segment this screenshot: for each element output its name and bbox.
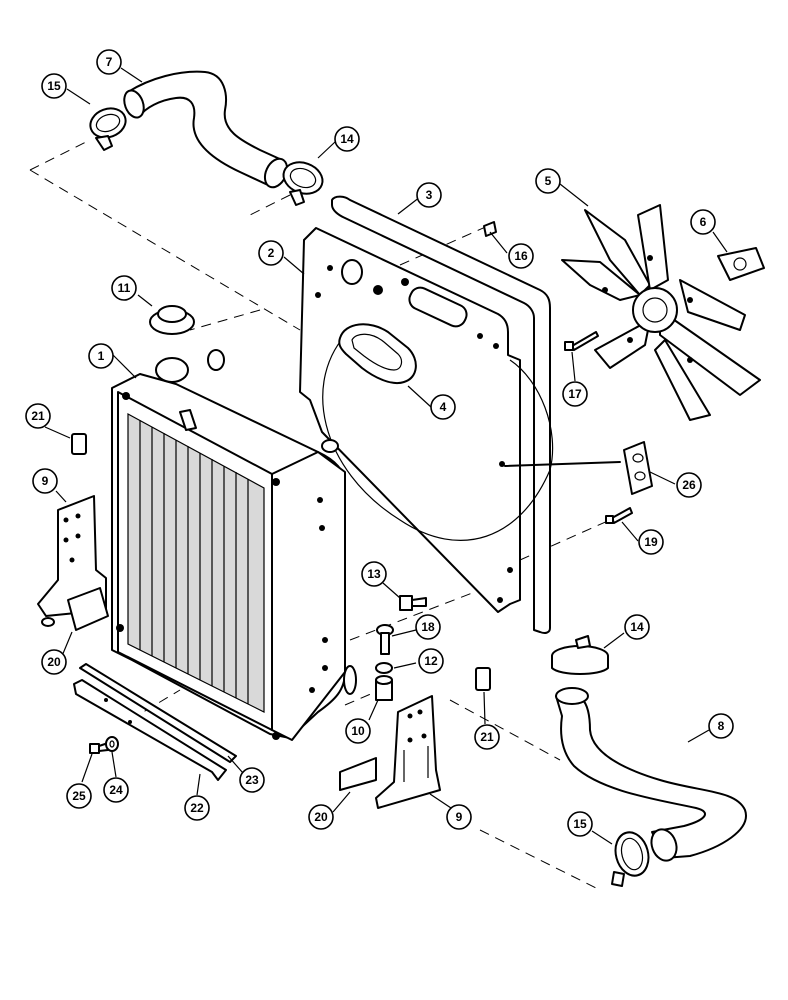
- callout-9-left-label: 9: [42, 474, 49, 488]
- callout-3-label: 3: [426, 188, 433, 202]
- callout-21-left: 21: [25, 403, 51, 429]
- callout-26-label: 26: [682, 478, 696, 492]
- callout-20-left-label: 20: [47, 655, 61, 669]
- callout-14-top: 14: [334, 126, 360, 152]
- callout-12-label: 12: [424, 654, 438, 668]
- seal: [331, 195, 551, 634]
- callout-18: 18: [415, 614, 441, 640]
- callout-24: 24: [103, 777, 129, 803]
- alignment-lines: [29, 139, 611, 891]
- callout-14-bottom-label: 14: [630, 620, 644, 634]
- bolt-19: [605, 507, 633, 524]
- callout-21-right: 21: [474, 724, 500, 750]
- bottom-plate-22: [73, 679, 227, 781]
- radiator: [111, 349, 357, 741]
- callout-4: 4: [430, 394, 456, 420]
- hose-clamp-14-bottom: [551, 635, 609, 675]
- pad-20-right: [339, 757, 377, 791]
- callout-7: 7: [96, 49, 122, 75]
- callout-20-left: 20: [41, 649, 67, 675]
- callout-15-bottom: 15: [567, 811, 593, 837]
- callout-13: 13: [361, 561, 387, 587]
- callout-15-bottom-label: 15: [573, 817, 587, 831]
- callout-19-label: 19: [644, 535, 658, 549]
- callout-14-bottom: 14: [624, 614, 650, 640]
- washer-12: [375, 662, 393, 674]
- callout-10: 10: [345, 718, 371, 744]
- radiator-cap: [149, 305, 195, 335]
- callout-25: 25: [66, 783, 92, 809]
- grommet-leader-line: [504, 461, 621, 467]
- callout-2-label: 2: [268, 246, 275, 260]
- callout-16: 16: [508, 243, 534, 269]
- callout-1-label: 1: [98, 349, 105, 363]
- callout-4-label: 4: [440, 400, 447, 414]
- callout-8: 8: [708, 713, 734, 739]
- callout-20-right-label: 20: [314, 810, 328, 824]
- grommet-26: [623, 441, 653, 495]
- callout-25-label: 25: [72, 789, 86, 803]
- screw-16: [483, 221, 497, 237]
- callout-6: 6: [690, 209, 716, 235]
- callout-1: 1: [88, 343, 114, 369]
- callout-6-label: 6: [700, 215, 707, 229]
- callout-9-right: 9: [446, 804, 472, 830]
- callout-18-label: 18: [421, 620, 435, 634]
- callout-2: 2: [258, 240, 284, 266]
- callout-leaders: [44, 67, 728, 845]
- hose-clamp-15-top: [89, 107, 127, 151]
- callout-12: 12: [418, 648, 444, 674]
- pad-20-left: [67, 587, 109, 631]
- callout-17-label: 17: [568, 387, 582, 401]
- callout-23: 23: [239, 767, 265, 793]
- callout-5-label: 5: [545, 174, 552, 188]
- callout-15-top-label: 15: [47, 79, 61, 93]
- fan-spacer: [717, 247, 765, 281]
- fan-shroud: [299, 227, 554, 613]
- callout-15-top: 15: [41, 73, 67, 99]
- callout-10-label: 10: [351, 724, 365, 738]
- callout-7-label: 7: [106, 55, 113, 69]
- shroud-ring: [338, 323, 417, 384]
- drain-tap-13: [399, 595, 427, 611]
- callout-22-label: 22: [190, 801, 204, 815]
- callout-24-label: 24: [109, 783, 123, 797]
- callout-8-label: 8: [718, 719, 725, 733]
- callout-13-label: 13: [367, 567, 381, 581]
- upper-hose: [123, 70, 289, 189]
- callout-9-left: 9: [32, 468, 58, 494]
- bolt-17: [564, 331, 599, 351]
- callout-22: 22: [184, 795, 210, 821]
- bracket-right: [375, 695, 441, 809]
- callout-3: 3: [416, 182, 442, 208]
- callout-21-left-label: 21: [31, 409, 45, 423]
- callout-21-right-label: 21: [480, 730, 494, 744]
- washer-24: [105, 736, 119, 752]
- pad-21-left: [71, 433, 87, 455]
- callout-14-top-label: 14: [340, 132, 354, 146]
- pad-21-right: [475, 667, 491, 691]
- fan: [561, 204, 761, 421]
- bolt-18: [376, 624, 394, 655]
- callout-26: 26: [676, 472, 702, 498]
- callout-5: 5: [535, 168, 561, 194]
- hose-clamp-14-top: [282, 161, 324, 206]
- callout-20-right: 20: [308, 804, 334, 830]
- bush-10: [375, 675, 393, 701]
- callout-19: 19: [638, 529, 664, 555]
- callout-23-label: 23: [245, 773, 259, 787]
- lower-hose: [555, 687, 747, 862]
- callout-11: 11: [111, 275, 137, 301]
- callout-17: 17: [562, 381, 588, 407]
- hose-clamp-15-bottom: [611, 831, 650, 887]
- callout-9-right-label: 9: [456, 810, 463, 824]
- seal-strip-23: [79, 663, 237, 763]
- callout-16-label: 16: [514, 249, 528, 263]
- callout-11-label: 11: [118, 281, 131, 295]
